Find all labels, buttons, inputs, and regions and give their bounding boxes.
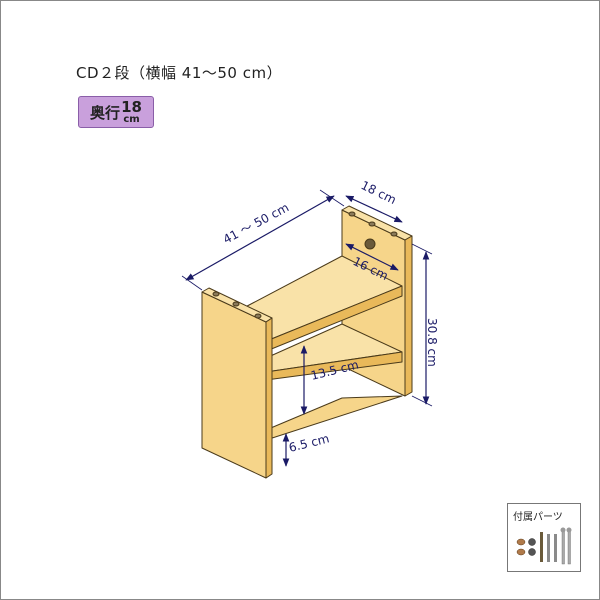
cable-hole (364, 238, 376, 250)
cam-fitting-icon (528, 538, 536, 546)
screw-hole (254, 313, 262, 319)
dowel-icon (516, 548, 526, 556)
depth-label: 18 cm (359, 178, 399, 207)
inner-depth-dimension-line (345, 243, 399, 271)
included-parts-box: 付属パーツ (507, 503, 581, 572)
right-panel-edge (404, 235, 413, 397)
screw-hole (390, 231, 398, 237)
depth-dimension-line (345, 195, 403, 223)
depth-badge: 奥行 18 cm (78, 96, 154, 128)
cam-fitting-icon (528, 548, 536, 556)
dimension-lines (181, 189, 433, 467)
left-side-panel (201, 291, 267, 479)
page-title: CD２段（横幅 41〜50 cm） (76, 64, 283, 82)
screw-hole (212, 291, 220, 297)
screw-hole (232, 301, 240, 307)
shelf-unit (201, 205, 413, 479)
screw-hole (348, 211, 356, 217)
screw-hole (368, 221, 376, 227)
depth-badge-unit: cm (123, 113, 140, 125)
screw-icon (567, 529, 571, 565)
screw-icon (561, 529, 565, 565)
bolt-icon (540, 532, 543, 562)
parts-label: 付属パーツ (513, 512, 563, 523)
parts-icons (516, 527, 572, 565)
left-panel-edge (265, 317, 273, 479)
height-label: 30.8 cm (425, 318, 439, 367)
depth-badge-label: 奥行 (90, 103, 121, 122)
base-gap-label: 6.5 cm (287, 431, 330, 455)
bolt-icon (554, 534, 557, 562)
dowel-icon (516, 538, 526, 546)
width-dimension-line (185, 195, 335, 281)
depth-badge-number: 18 (121, 97, 142, 116)
bolt-icon (547, 534, 550, 562)
bottom-board (265, 395, 403, 441)
